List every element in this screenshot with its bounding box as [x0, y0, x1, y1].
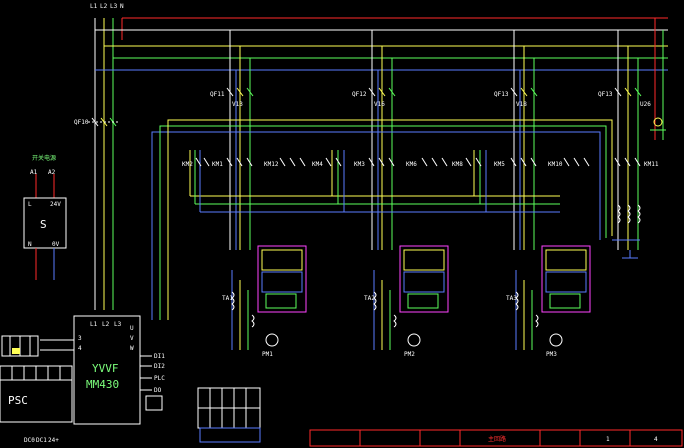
vfd-out-1: DI2	[154, 363, 165, 370]
switch-power-title: 开关电源	[32, 154, 56, 162]
title-sheet-num: 1	[606, 436, 610, 443]
bus-label-l3: L3	[110, 3, 118, 10]
branch-4: QF13 U26	[598, 18, 666, 250]
terminal-strip	[197, 387, 261, 443]
vfd-text-1: YVVF	[92, 362, 119, 375]
vfd-pin-w: W	[130, 345, 134, 352]
switch-power-a1: A1	[30, 169, 38, 176]
switch-power-n: N	[28, 241, 32, 248]
km-label-0: KM2	[182, 161, 193, 168]
motor-block-2: TA2 PM2	[364, 245, 449, 358]
title-total-num: 4	[654, 436, 658, 443]
branch2-small: V16	[374, 101, 385, 108]
vfd-pin-u: U	[130, 325, 134, 332]
qf12-label: QF12	[352, 91, 367, 98]
vfd-pin-3: 3	[78, 335, 82, 342]
psc-pin-2: 24+	[48, 437, 59, 444]
pm3-label: PM3	[546, 351, 557, 358]
km-label-3: KM4	[312, 161, 323, 168]
branch4-small: U26	[640, 101, 651, 108]
vfd-text-2: MM430	[86, 378, 119, 391]
switch-power-l: L	[28, 201, 32, 208]
km-label-4: KM3	[354, 161, 365, 168]
switch-power-supply: 开关电源 A1 A2 L 24V S N 0V	[23, 154, 67, 280]
contactor-row: KM2 KM1 KM12 KM4 KM3 KM6 KM8 KM5 KM10 KM…	[182, 157, 659, 168]
vfd-pin-v: V	[130, 335, 134, 342]
psc-pin-0: DC0	[24, 437, 35, 444]
bus-labels: L1 L2 L3 N	[90, 3, 124, 10]
switch-power-0v: 0V	[52, 241, 60, 248]
ta1-label: TA1	[222, 295, 233, 302]
vfd-pin-l2: L2	[102, 321, 110, 328]
vfd-output-bus	[151, 119, 613, 320]
bus-label-l1: L1	[90, 3, 98, 10]
bus-label-n: N	[120, 3, 124, 10]
vfd-pin-l1: L1	[90, 321, 98, 328]
km-label-9: KM11	[644, 161, 659, 168]
qf10-label: QF10	[74, 119, 89, 126]
qf13b-label: QF13	[598, 91, 613, 98]
motor-block-3: TA3 PM3	[506, 245, 591, 358]
qf13-label: QF13	[494, 91, 509, 98]
branch-breakers	[226, 87, 642, 97]
motor-block-1: TA1 PM1	[222, 245, 307, 358]
km-label-2: KM12	[264, 161, 279, 168]
branch-1: QF11 V13	[210, 30, 251, 250]
branch1-small: V13	[232, 101, 243, 108]
km-label-8: KM10	[548, 161, 563, 168]
branch-2: QF12 V16	[352, 30, 393, 250]
bus-label-l2: L2	[100, 3, 108, 10]
vfd-pin-l3: L3	[114, 321, 122, 328]
pm2-label: PM2	[404, 351, 415, 358]
pm1-label: PM1	[262, 351, 273, 358]
title-block	[309, 429, 683, 447]
vfd-out-0: DI1	[154, 353, 165, 360]
km-label-5: KM6	[406, 161, 417, 168]
breaker-qf10: QF10	[74, 117, 118, 127]
branch3-small: V18	[516, 101, 527, 108]
km-label-7: KM5	[494, 161, 505, 168]
switch-power-a2: A2	[48, 169, 56, 176]
return-bus	[189, 150, 560, 213]
title-page-label: 主回路	[488, 435, 506, 443]
ta3-label: TA3	[506, 295, 517, 302]
switch-power-24v: 24V	[50, 201, 61, 208]
km-label-1: KM1	[212, 161, 223, 168]
qf11-label: QF11	[210, 91, 225, 98]
branch4-coils	[612, 204, 641, 259]
km-label-6: KM8	[452, 161, 463, 168]
vfd-out-3: DO	[154, 387, 162, 394]
vfd-pin-4: 4	[78, 345, 82, 352]
switch-power-s: S	[40, 218, 47, 231]
vfd-out-2: PLC	[154, 375, 165, 382]
branch-3: QF13 V18	[494, 30, 535, 250]
psc-pin-1: DC1	[36, 437, 47, 444]
ta2-label: TA2	[364, 295, 375, 302]
psc-text: PSC	[8, 394, 28, 407]
psc-block: PSC DC0 DC1 24+	[0, 335, 73, 444]
vfd-mm430: L1 L2 L3 3 4 U V W YVVF MM430 DI1 DI2 PL…	[40, 315, 165, 425]
